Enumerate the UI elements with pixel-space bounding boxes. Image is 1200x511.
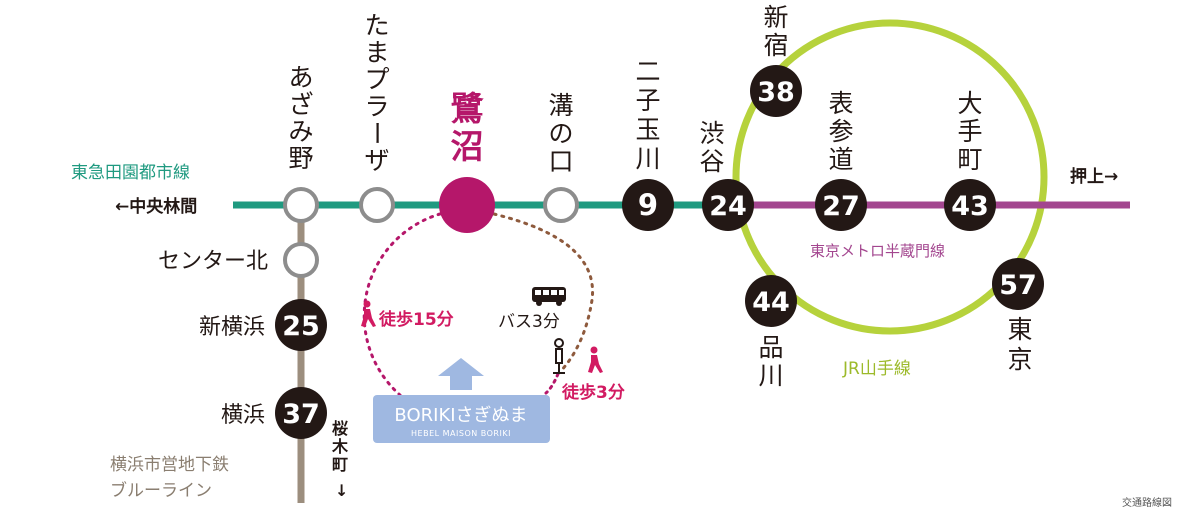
station-name-futakotamagawa: 二 子 玉 川 [635,57,660,173]
station-shinjuku-marker: 38 [750,65,802,117]
station-name-center-kita: センター北 [158,249,268,274]
yamanote-line-loop [732,19,1048,335]
svg-text:品: 品 [758,333,783,362]
station-marker-tamaplaza [359,187,395,223]
svg-text:道: 道 [828,145,853,174]
svg-text:鷺: 鷺 [451,89,485,128]
station-name-shin-yokohama: 新横浜 [199,315,265,340]
minutes-shinagawa: 44 [752,287,790,318]
property-name: BORIKIさぎぬま [394,405,527,426]
svg-text:口: 口 [548,147,573,176]
svg-text:大: 大 [957,89,982,118]
walk-3-label: 徒歩3分 [561,382,625,403]
property-box [373,395,550,443]
sakuragicho-char-2: 木 [331,437,349,456]
minutes-otemachi: 43 [951,191,989,222]
station-otemachi-marker: 43 [944,179,996,231]
station-name-tamaplaza: た ま プ ラ ー ザ [362,11,391,175]
station-name-shibuya: 渋 谷 [699,119,724,176]
svg-text:あ: あ [288,63,313,92]
svg-text:新: 新 [763,3,788,32]
svg-text:プ: プ [364,65,389,94]
denentoshi-line-name: 東急田園都市線 [71,163,190,183]
svg-text:川: 川 [758,361,783,390]
blueline-name-1: 横浜市営地下鉄 [110,455,229,475]
station-name-mizonokuchi: 溝 の 口 [548,91,573,176]
station-tokyo-marker: 57 [992,258,1044,310]
svg-text:の: の [548,119,573,148]
svg-text:町: 町 [957,145,982,174]
sakuragicho-char-1: 桜 [332,419,348,438]
map-caption: 交通路線図 [1122,496,1172,509]
svg-text:溝: 溝 [548,91,573,120]
minutes-shin-yokohama: 25 [282,311,320,342]
svg-text:ザ: ザ [364,146,389,175]
station-marker-saginuma [439,177,495,233]
station-shibuya-marker: 24 [702,179,754,231]
svg-text:野: 野 [288,144,313,173]
hanzomon-line-name: 東京メトロ半蔵門線 [810,242,945,260]
svg-text:手: 手 [957,117,982,146]
minutes-omotesando: 27 [822,191,860,222]
station-yokohama-marker: 37 [275,387,327,439]
walker-icon-right [588,346,603,373]
walker-icon-left [361,300,376,327]
station-name-omotesando: 表 参 道 [828,89,853,174]
svg-text:子: 子 [635,86,660,115]
svg-text:玉: 玉 [635,115,660,144]
svg-text:た: た [364,11,389,40]
minutes-yokohama: 37 [282,399,320,430]
svg-text:谷: 谷 [699,147,724,176]
yamanote-line-name: JR山手線 [842,359,911,379]
station-marker-azamino [283,187,319,223]
svg-text:東: 東 [1007,315,1032,344]
svg-text:参: 参 [828,117,853,146]
svg-text:ラ: ラ [364,92,389,121]
station-name-azamino: あ ざ み 野 [288,63,313,173]
denentoshi-east-terminal: 押上→ [1070,166,1118,187]
svg-text:表: 表 [828,89,853,118]
minutes-shibuya: 24 [709,191,747,222]
station-name-otemachi: 大 手 町 [957,89,982,174]
bus-icon [532,287,566,306]
station-omotesando-marker: 27 [815,179,867,231]
svg-text:ー: ー [362,120,391,145]
svg-text:ざ: ざ [288,90,313,119]
denentoshi-west-terminal: ←中央林間 [115,196,197,217]
svg-text:宿: 宿 [763,31,788,60]
svg-text:渋: 渋 [699,119,724,148]
svg-text:二: 二 [635,57,660,86]
svg-text:ま: ま [364,38,389,67]
sakuragicho-arrow: ↓ [335,481,348,500]
station-marker-mizonokuchi [543,187,579,223]
svg-text:み: み [288,117,313,146]
minutes-shinjuku: 38 [757,77,795,108]
walk-route-3min [544,372,560,395]
bus-route-3min [492,212,595,374]
station-name-saginuma: 鷺 沼 [451,89,485,166]
station-name-yokohama: 横浜 [221,403,265,428]
svg-text:京: 京 [1007,345,1032,374]
svg-text:川: 川 [635,144,660,173]
property-subtitle: HEBEL MAISON BORIKI [411,429,511,438]
minutes-tokyo: 57 [999,270,1037,301]
minutes-futakotamagawa: 9 [638,188,658,222]
walk-route-15min [362,212,442,397]
station-name-shinagawa: 品 川 [758,333,783,390]
station-name-shinjuku: 新 宿 [763,3,788,60]
walk-15-label: 徒歩15分 [378,309,454,330]
station-shinagawa-marker: 44 [745,275,797,327]
bus-stop-icon [553,338,565,374]
station-futakotamagawa-marker: 9 [622,179,674,231]
bus-3-label: バス3分 [498,312,560,332]
station-name-tokyo: 東 京 [1007,315,1032,374]
sakuragicho-char-3: 町 [332,455,348,474]
svg-text:沼: 沼 [451,127,484,166]
station-shin-yokohama-marker: 25 [275,299,327,351]
blueline-name-2: ブルーライン [110,480,212,501]
up-arrow-icon [438,358,484,390]
station-marker-center-kita [283,242,319,278]
